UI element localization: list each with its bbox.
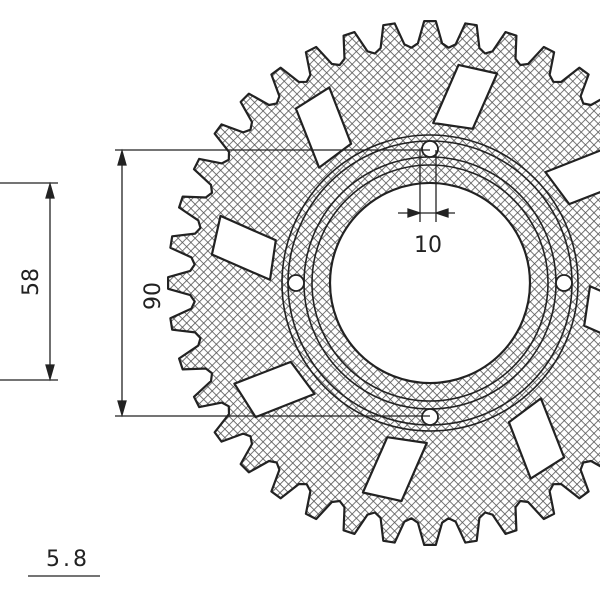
sprocket-outline: [167, 20, 600, 546]
dim-10-label: 10: [414, 233, 442, 258]
bolt-hole: [421, 140, 439, 158]
sprocket-body: [167, 20, 600, 546]
bolt-hole: [555, 274, 573, 292]
dim-10-arrows: [407, 208, 449, 218]
dim-90-label: 90: [141, 282, 166, 310]
dim-thickness-label: 5.8: [46, 547, 90, 572]
hub-ring-4: [281, 134, 579, 432]
dim-58-arrows: [45, 181, 55, 382]
bolt-hole: [287, 274, 305, 292]
dim-58-label: 58: [19, 268, 44, 296]
dimension-lines: [0, 148, 455, 577]
dim-90-arrows: [117, 148, 127, 418]
hub-ring-1: [311, 164, 549, 402]
bolt-hole: [421, 408, 439, 426]
